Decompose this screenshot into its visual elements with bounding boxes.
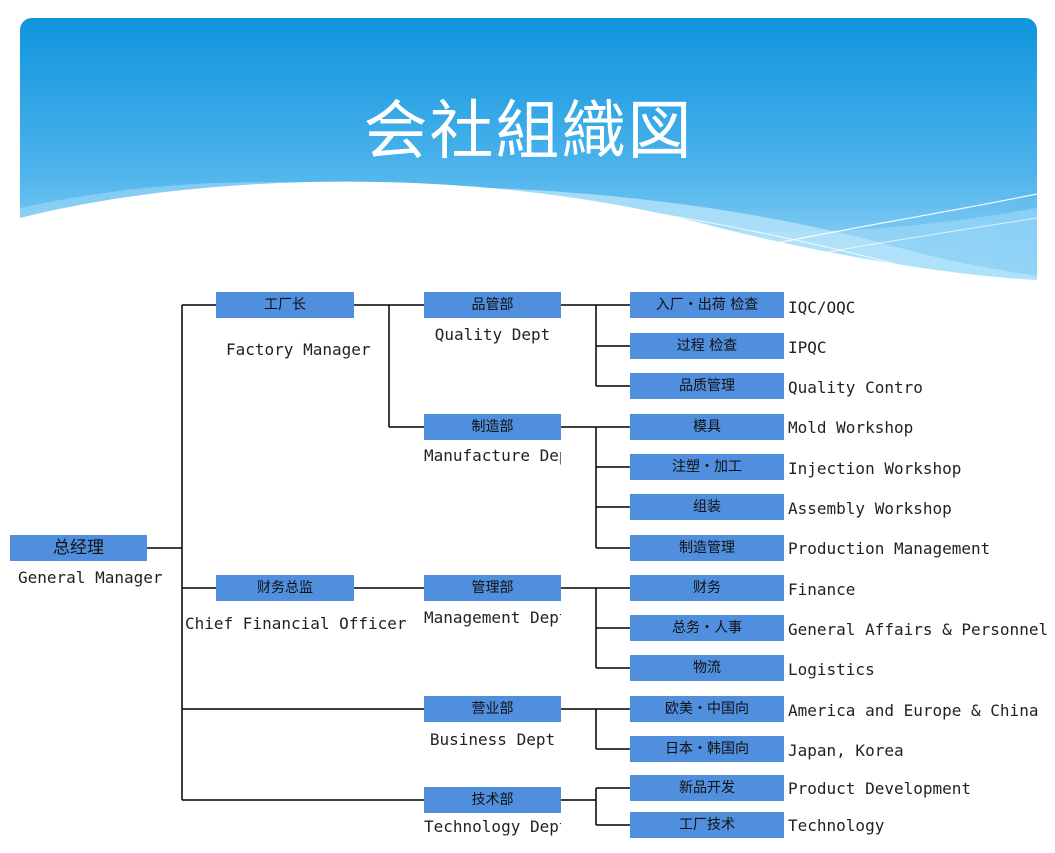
product-development-label: Product Development [788, 779, 972, 798]
quality-dept-label: Quality Dept [434, 325, 551, 344]
mold-workshop-box: 模具 [630, 414, 784, 440]
product-development-box: 新品开发 [630, 775, 784, 801]
general-manager-box: 总经理 [10, 535, 147, 561]
general-affairs-label: General Affairs & Personnel [788, 620, 1049, 639]
ipqc-label: IPQC [788, 338, 827, 357]
technology-dept-label: Technology Dept [424, 817, 561, 836]
business-dept-box: 营业部 [424, 696, 561, 722]
quality-control-label: Quality Contro [788, 378, 923, 397]
quality-dept-box: 品管部 [424, 292, 561, 318]
technology-dept-box: 技术部 [424, 787, 561, 813]
management-dept-label: Management Dept [424, 608, 561, 627]
america-europe-china-box: 欧美・中国向 [630, 696, 784, 722]
quality-control-box: 品质管理 [630, 373, 784, 399]
cfo-label: Chief Financial Officer [185, 614, 407, 633]
general-affairs-box: 总务・人事 [630, 615, 784, 641]
logistics-label: Logistics [788, 660, 875, 679]
manufacture-dept-label: Manufacture Dept [424, 446, 561, 465]
japan-korea-box: 日本・韩国向 [630, 736, 784, 762]
manufacture-dept-box: 制造部 [424, 414, 561, 440]
mold-workshop-label: Mold Workshop [788, 418, 914, 437]
injection-workshop-label: Injection Workshop [788, 459, 962, 478]
ipqc-box: 过程 检查 [630, 333, 784, 359]
america-europe-china-label: America and Europe & China [788, 701, 1039, 720]
header-banner: 会社組織図 [20, 18, 1037, 293]
cfo-box: 财务总监 [216, 575, 354, 601]
production-management-label: Production Management [788, 539, 991, 558]
factory-technology-box: 工厂技术 [630, 812, 784, 838]
logistics-box: 物流 [630, 655, 784, 681]
injection-workshop-box: 注塑・加工 [630, 454, 784, 480]
production-management-box: 制造管理 [630, 535, 784, 561]
factory-manager-box: 工厂长 [216, 292, 354, 318]
finance-box: 财务 [630, 575, 784, 601]
wave-background [20, 18, 1037, 293]
factory-technology-label: Technology [788, 816, 885, 835]
page-title: 会社組織図 [363, 95, 694, 169]
assembly-workshop-box: 组装 [630, 494, 784, 520]
general-manager-label: General Manager [18, 568, 163, 587]
japan-korea-label: Japan, Korea [788, 741, 904, 760]
iqc-oqc-box: 入厂・出荷 检查 [630, 292, 784, 318]
business-dept-label: Business Dept [429, 730, 556, 749]
finance-label: Finance [788, 580, 856, 599]
assembly-workshop-label: Assembly Workshop [788, 499, 952, 518]
management-dept-box: 管理部 [424, 575, 561, 601]
iqc-oqc-label: IQC/OQC [788, 298, 856, 317]
factory-manager-label: Factory Manager [226, 340, 371, 359]
